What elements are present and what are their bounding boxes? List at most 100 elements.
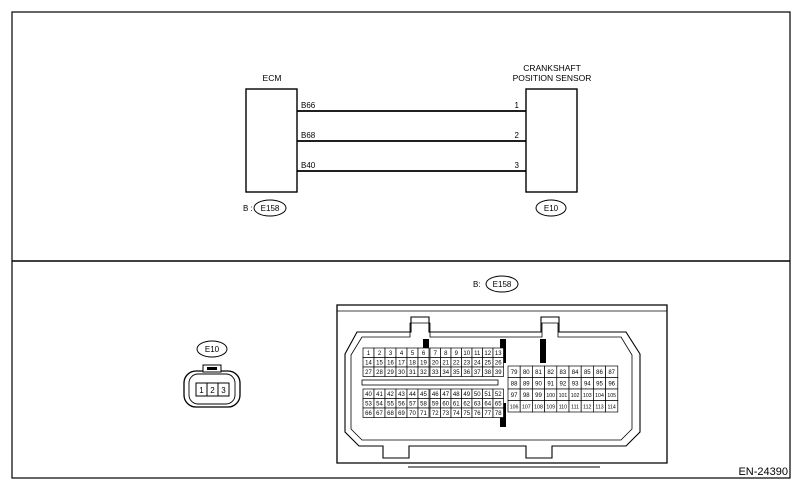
e158-pin-label: 101 [559,393,568,399]
e10-connector-id: E10 [205,345,220,354]
e158-pin-label: 95 [596,381,603,387]
e158-pin-label: 50 [474,392,481,398]
e158-pin-label: 81 [535,370,542,376]
e158-callout [485,275,519,293]
e158-pin-label: 56 [398,401,405,407]
ecm-pin-label: B40 [301,161,316,170]
e158-pin-label: 45 [420,392,427,398]
e158-pin-label: 41 [376,392,383,398]
e158-pin-label: 59 [432,401,439,407]
e158-pin-label: 53 [365,401,372,407]
e158-pin-label: 110 [559,404,567,410]
e10-callout [196,340,228,358]
e158-pin-label: 106 [510,404,519,410]
ecm-connector-prefix: B : [243,204,253,213]
e158-pin-label: 12 [484,351,491,357]
e158-pin-label: 75 [463,411,470,417]
e158-pin-label: 32 [420,370,427,376]
ecm-label: ECM [263,73,282,83]
e158-pin-label: 7 [434,351,438,357]
e158-pin-label: 52 [495,392,502,398]
e158-pin-label: 35 [453,370,460,376]
e158-pin-label: 16 [387,360,394,366]
ecm-connector-callout [253,199,287,217]
ecm-pin-label: B68 [301,131,316,140]
sensor-pin-label: 3 [515,161,520,170]
e158-pin-label: 77 [484,411,491,417]
e158-pin-cell [605,400,619,413]
e158-pin-label: 18 [409,360,416,366]
e158-pin-label: 82 [547,370,554,376]
e158-pin-label: 86 [596,370,603,376]
diagram-border [11,11,791,479]
e158-pin-label: 67 [376,411,383,417]
wire-1: B66 1 [297,101,526,112]
ecm-pin-label: B66 [301,101,316,110]
e158-pin-label: 40 [365,392,372,398]
e158-pin-label: 14 [365,360,372,366]
e158-pin-label: 97 [511,393,518,399]
e158-pin-label: 13 [495,351,502,357]
e158-pin-label: 104 [595,393,604,399]
e158-pin-label: 113 [595,404,603,410]
e158-pin-label: 1 [367,351,371,357]
e158-pin-label: 99 [535,393,542,399]
e158-pin-cell [492,366,504,377]
e158-pin-label: 107 [522,404,531,410]
e158-pin-label: 72 [432,411,439,417]
ecm-box [245,88,298,193]
e158-pin-label: 102 [571,393,580,399]
e158-pin-label: 88 [511,381,518,387]
e158-pin-label: 83 [560,370,567,376]
e158-pin-label: 73 [442,411,449,417]
wire-2: B68 2 [297,131,526,142]
e158-pin-label: 105 [607,393,616,399]
e158-pin-label: 30 [398,370,405,376]
e158-pin-label: 98 [523,393,530,399]
e158-pin-label: 108 [534,404,543,410]
e158-pin-label: 63 [474,401,481,407]
e10-pin: 2 [210,386,215,395]
e158-pin-label: 90 [535,381,542,387]
e158-pin-label: 20 [432,360,439,366]
e158-pin-label: 37 [474,370,481,376]
e158-pin-label: 25 [484,360,491,366]
e10-pin: 1 [199,386,204,395]
e158-pin-label: 19 [420,360,427,366]
e158-pin-label: 93 [572,381,579,387]
e158-pin-label: 85 [584,370,591,376]
e158-pin-label: 69 [398,411,405,417]
e158-pin-label: 70 [409,411,416,417]
e158-pin-label: 17 [398,360,405,366]
e158-pin-label: 22 [453,360,460,366]
e158-pin-label: 66 [365,411,372,417]
e10-connector-face: 1 2 3 [183,364,241,408]
e158-pin-label: 57 [409,401,416,407]
e158-pin-label: 26 [495,360,502,366]
e158-pin-label: 74 [453,411,460,417]
e158-pin-cell [417,407,430,418]
e158-pin-label: 5 [411,351,415,357]
e158-pin-label: 33 [432,370,439,376]
e158-pin-label: 46 [432,392,439,398]
e158-pin-label: 48 [453,392,460,398]
e158-pin-label: 71 [420,411,427,417]
e158-pin-label: 3 [389,351,393,357]
e158-pin-label: 92 [560,381,567,387]
e158-pin-label: 51 [484,392,491,398]
e158-pin-label: 49 [463,392,470,398]
e158-pin-label: 76 [474,411,481,417]
wire-3: B40 3 [297,161,526,172]
e158-pin-label: 62 [463,401,470,407]
e158-pin-label: 103 [583,393,592,399]
e10-pin: 3 [221,386,226,395]
e158-pin-label: 15 [376,360,383,366]
e158-pin-label: 9 [455,351,459,357]
sensor-label-line1: CRANKSHAFT [523,63,581,73]
e158-pin-label: 87 [608,370,615,376]
e158-pin-label: 68 [387,411,394,417]
e158-pin-label: 34 [442,370,449,376]
e158-pin-label: 36 [463,370,470,376]
